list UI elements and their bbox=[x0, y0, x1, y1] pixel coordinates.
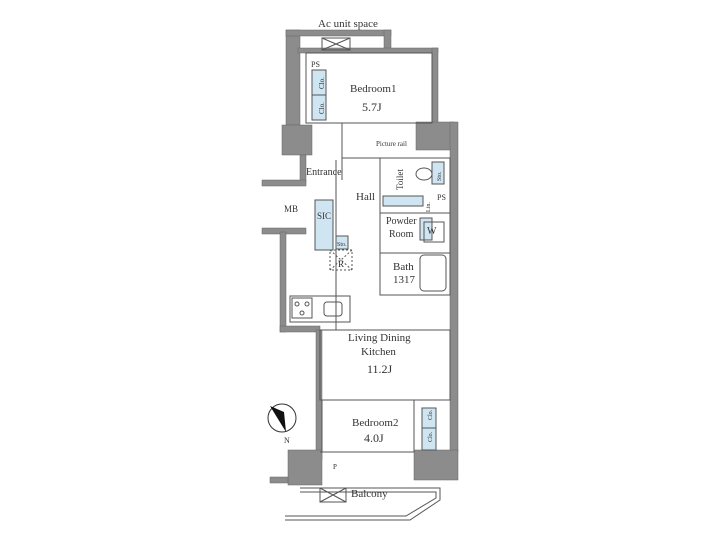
north-label: N bbox=[284, 436, 290, 445]
ldk-label-2: Kitchen bbox=[361, 346, 396, 358]
clo4-label: Clo. bbox=[428, 431, 434, 442]
sic-label: SIC bbox=[317, 211, 331, 221]
picture-rail-label: Picture rail bbox=[376, 140, 407, 148]
toilet-label: Toilet bbox=[395, 169, 405, 190]
powder-room-label-2: Room bbox=[389, 229, 414, 240]
ps-label: PS bbox=[311, 60, 320, 69]
fixtures bbox=[291, 37, 447, 503]
room-labels: Ac unit space PS Bedroom1 5.7J Picture r… bbox=[284, 18, 446, 500]
bedroom1-size: 5.7J bbox=[362, 100, 382, 114]
storage-areas bbox=[311, 69, 445, 451]
entrance-label: Entrance bbox=[306, 167, 342, 178]
sink bbox=[323, 301, 343, 317]
clo3-label: Clo. bbox=[428, 409, 434, 420]
refrigerator-space bbox=[329, 249, 353, 271]
sto-toilet-label: Sto. bbox=[437, 171, 443, 181]
stove bbox=[291, 297, 313, 319]
toilet-bowl bbox=[415, 167, 433, 181]
pipe-label: P bbox=[333, 463, 337, 471]
ac-unit-box bbox=[321, 37, 351, 51]
ldk-label: Living Dining bbox=[348, 332, 411, 344]
bedroom2-label: Bedroom2 bbox=[352, 417, 398, 429]
sto-sic-label: Sto. bbox=[337, 242, 347, 248]
washer-label: W bbox=[427, 226, 437, 237]
bedroom2-size: 4.0J bbox=[364, 431, 384, 445]
lin-label: Lin. bbox=[426, 202, 432, 212]
clo2-label: Clo. bbox=[318, 102, 326, 114]
bath-size: 1317 bbox=[393, 274, 416, 286]
bedroom1-label: Bedroom1 bbox=[350, 83, 396, 95]
ac-unit-label: Ac unit space bbox=[318, 18, 378, 30]
balcony-label: Balcony bbox=[351, 488, 388, 500]
clo1-label: Clo. bbox=[318, 77, 326, 89]
bath-label: Bath bbox=[393, 261, 414, 273]
walls bbox=[261, 29, 459, 486]
refrigerator-label: R bbox=[338, 259, 344, 269]
hall-label: Hall bbox=[356, 191, 375, 203]
interior-lines bbox=[285, 52, 451, 521]
compass-north-icon bbox=[267, 403, 297, 433]
powder-room-label: Powder bbox=[386, 216, 417, 227]
washer-pan bbox=[423, 221, 445, 243]
ldk-size: 11.2J bbox=[367, 362, 393, 376]
ps-right-label: PS bbox=[437, 193, 446, 202]
bathtub bbox=[419, 254, 447, 292]
balcony-unit bbox=[319, 487, 347, 503]
mb-label: MB bbox=[284, 204, 298, 214]
